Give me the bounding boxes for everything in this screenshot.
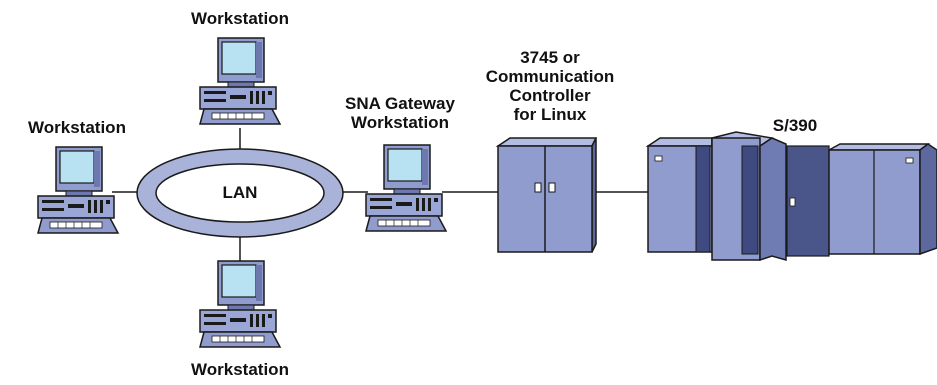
workstation-bottom-label: Workstation xyxy=(191,360,289,379)
controller-label-line2: Communication xyxy=(485,67,615,86)
workstation-left-label: Workstation xyxy=(28,118,126,137)
gateway-workstation-icon xyxy=(365,144,447,232)
controller-label-line3: Controller xyxy=(509,86,591,105)
gateway-label-line1: SNA Gateway xyxy=(345,94,455,113)
controller-label-line1: 3745 or xyxy=(520,48,580,67)
workstation-left-icon xyxy=(37,146,119,234)
workstation-top-icon xyxy=(199,37,281,125)
controller-label: 3745 or Communication Controller for Lin… xyxy=(475,48,625,124)
controller-label-line4: for Linux xyxy=(513,105,587,124)
s390-mainframe-icon xyxy=(645,131,937,262)
communication-controller-icon xyxy=(495,137,598,253)
gateway-label: SNA Gateway Workstation xyxy=(325,94,475,132)
gateway-label-line2: Workstation xyxy=(351,113,449,132)
lan-label: LAN xyxy=(222,183,258,202)
lan-ring xyxy=(136,148,344,238)
workstation-top-label: Workstation xyxy=(191,9,289,28)
mainframe-label: S/390 xyxy=(772,116,818,135)
workstation-bottom-icon xyxy=(199,260,281,348)
